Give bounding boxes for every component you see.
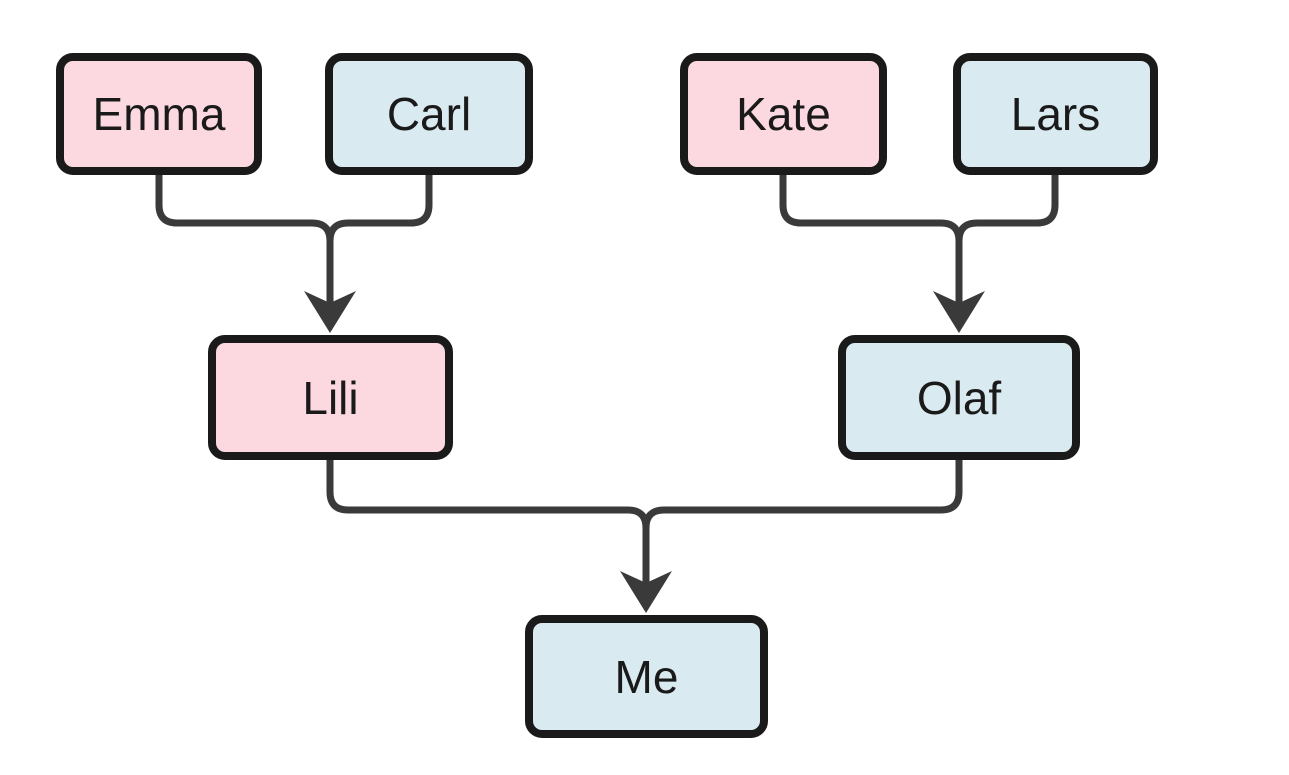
edge-kate-to-join <box>779 175 963 303</box>
edge-emma-carl-to-lili <box>155 175 433 333</box>
node-lars-label: Lars <box>1010 88 1101 140</box>
node-lili: Lili <box>208 335 453 460</box>
node-olaf: Olaf <box>838 335 1080 460</box>
edge-lili-olaf-to-me <box>326 458 963 613</box>
node-olaf-label: Olaf <box>916 371 1002 424</box>
edge-carl-to-join <box>326 175 433 303</box>
edge-lars-to-join <box>955 175 1059 303</box>
edge-lili-to-join <box>326 458 650 583</box>
arrowhead-to-me <box>620 571 672 613</box>
edge-olaf-to-join <box>642 458 963 583</box>
arrowhead-to-olaf <box>933 291 985 333</box>
node-kate-label: Kate <box>736 88 831 140</box>
node-kate: Kate <box>680 53 887 175</box>
node-emma-label: Emma <box>92 88 226 140</box>
node-carl: Carl <box>325 53 533 175</box>
node-lars: Lars <box>953 53 1158 175</box>
edge-emma-to-join <box>155 175 334 303</box>
node-lili-label: Lili <box>302 371 359 424</box>
node-me: Me <box>525 615 768 738</box>
node-carl-label: Carl <box>386 88 472 140</box>
node-emma: Emma <box>56 53 262 175</box>
node-me-label: Me <box>614 650 679 703</box>
edge-kate-lars-to-olaf <box>779 175 1059 333</box>
arrowhead-to-lili <box>304 291 356 333</box>
